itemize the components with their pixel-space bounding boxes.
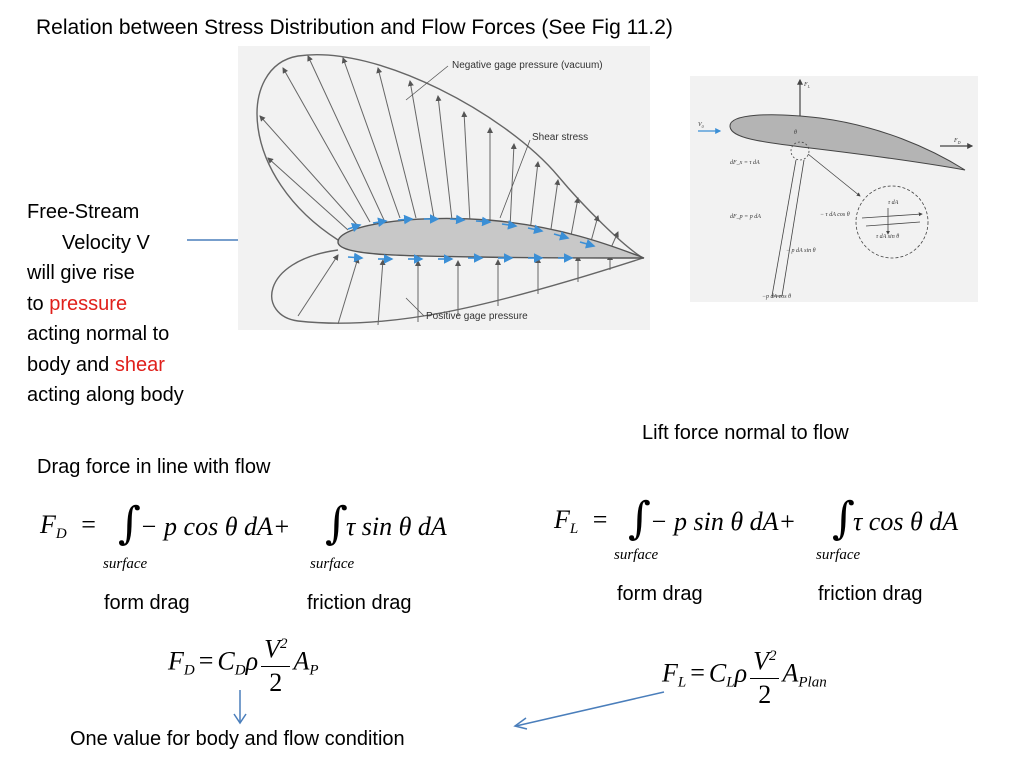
drag-force-symbol: FD — [953, 138, 961, 145]
pressure-distribution-figure: Negative gage pressure (vacuum) Shear st… — [238, 46, 650, 330]
lift-eq-lhs: FL — [554, 505, 579, 537]
drag-eq-lhs: FD — [40, 510, 67, 542]
explanation-line-5: acting normal to — [27, 323, 170, 345]
drag-integral-equation: FD = — [40, 510, 110, 543]
explanation-line-7: acting along body — [27, 384, 184, 406]
one-value-note: One value for body and flow condition — [70, 728, 405, 750]
explanation-line-4: to pressure — [27, 289, 184, 320]
lift-heading: Lift force normal to flow — [642, 422, 849, 444]
force-components-diagram: FL V0 FD θ τ dA − τ dA cos θ τ dA sin θ … — [698, 78, 974, 300]
lift-eq-term2: τ cos θ dA — [853, 507, 959, 536]
lift-friction-drag-label: friction drag — [818, 583, 923, 605]
drag-eq-equals: = — [81, 510, 96, 539]
negative-gage-pressure-label: Negative gage pressure (vacuum) — [452, 60, 603, 71]
shear-stress-arrows — [347, 214, 596, 264]
tau-da-cos-label: − τ dA cos θ — [820, 212, 850, 218]
down-arrow — [233, 690, 247, 725]
drag-eq-term2: τ sin θ dA — [346, 512, 447, 541]
explanation-to: to — [27, 292, 50, 315]
tau-da-label: τ dA — [888, 200, 899, 206]
tau-da-sin-label: τ dA sin θ — [876, 234, 899, 240]
drag-form-drag-label: form drag — [104, 592, 190, 614]
drag-under-surface-1: surface — [103, 556, 148, 572]
lift-integral-sign-2: ∫ — [832, 493, 855, 544]
p-da-sin-label: − p dA sin θ — [786, 248, 816, 254]
lift-force-symbol: FL — [803, 82, 811, 89]
shear-stress-label: Shear stress — [532, 132, 588, 143]
lift-under-surface-1: surface — [614, 547, 659, 563]
lift-integral-equation: FL = — [554, 505, 621, 538]
drag-heading: Drag force in line with flow — [37, 456, 271, 478]
velocity-label: Velocity V — [62, 231, 150, 254]
drag-integral-sign-2: ∫ — [325, 498, 348, 549]
dfp-label: dF_p = p dA — [730, 214, 761, 220]
drag-friction-drag-label: friction drag — [307, 592, 412, 614]
small-airfoil-shape — [729, 114, 966, 171]
airfoil-shape — [337, 217, 645, 259]
drag-integral-sign-1: ∫ — [118, 498, 141, 549]
lift-eq-equals: = — [592, 505, 608, 534]
lift-eq-term1: − p sin θ dA+ — [650, 507, 797, 536]
force-components-figure: FL V0 FD θ τ dA − τ dA cos θ τ dA sin θ … — [690, 76, 978, 302]
free-stream-explanation: Free-Stream Velocity V will give rise to… — [27, 197, 184, 411]
p-da-cos-label: −p dA cos θ — [762, 294, 791, 300]
explanation-body-and: body and — [27, 353, 115, 376]
shear-word: shear — [114, 353, 165, 376]
theta-symbol: θ — [794, 130, 797, 136]
page-title: Relation between Stress Distribution and… — [36, 16, 673, 39]
explanation-line-6: body and shear — [27, 350, 184, 381]
explanation-line-3: will give rise — [27, 262, 135, 284]
pressure-distribution-diagram: Negative gage pressure (vacuum) Shear st… — [256, 54, 645, 326]
diagonal-arrow — [513, 691, 665, 730]
v0-symbol: V0 — [698, 122, 704, 129]
drag-eq-term1: − p cos θ dA+ — [140, 512, 291, 541]
dfx-label: dF_x = τ dA — [730, 160, 760, 166]
drag-under-surface-2: surface — [310, 556, 355, 572]
lift-integral-sign-1: ∫ — [628, 493, 651, 544]
lift-form-drag-label: form drag — [617, 583, 703, 605]
positive-gage-pressure-label: Positive gage pressure — [426, 311, 528, 322]
explanation-line-1: Free-Stream — [27, 201, 140, 223]
lift-under-surface-2: surface — [816, 547, 861, 563]
explanation-line-2: Velocity V — [27, 228, 184, 259]
pressure-arrows — [297, 254, 613, 326]
pressure-word: pressure — [49, 292, 128, 315]
